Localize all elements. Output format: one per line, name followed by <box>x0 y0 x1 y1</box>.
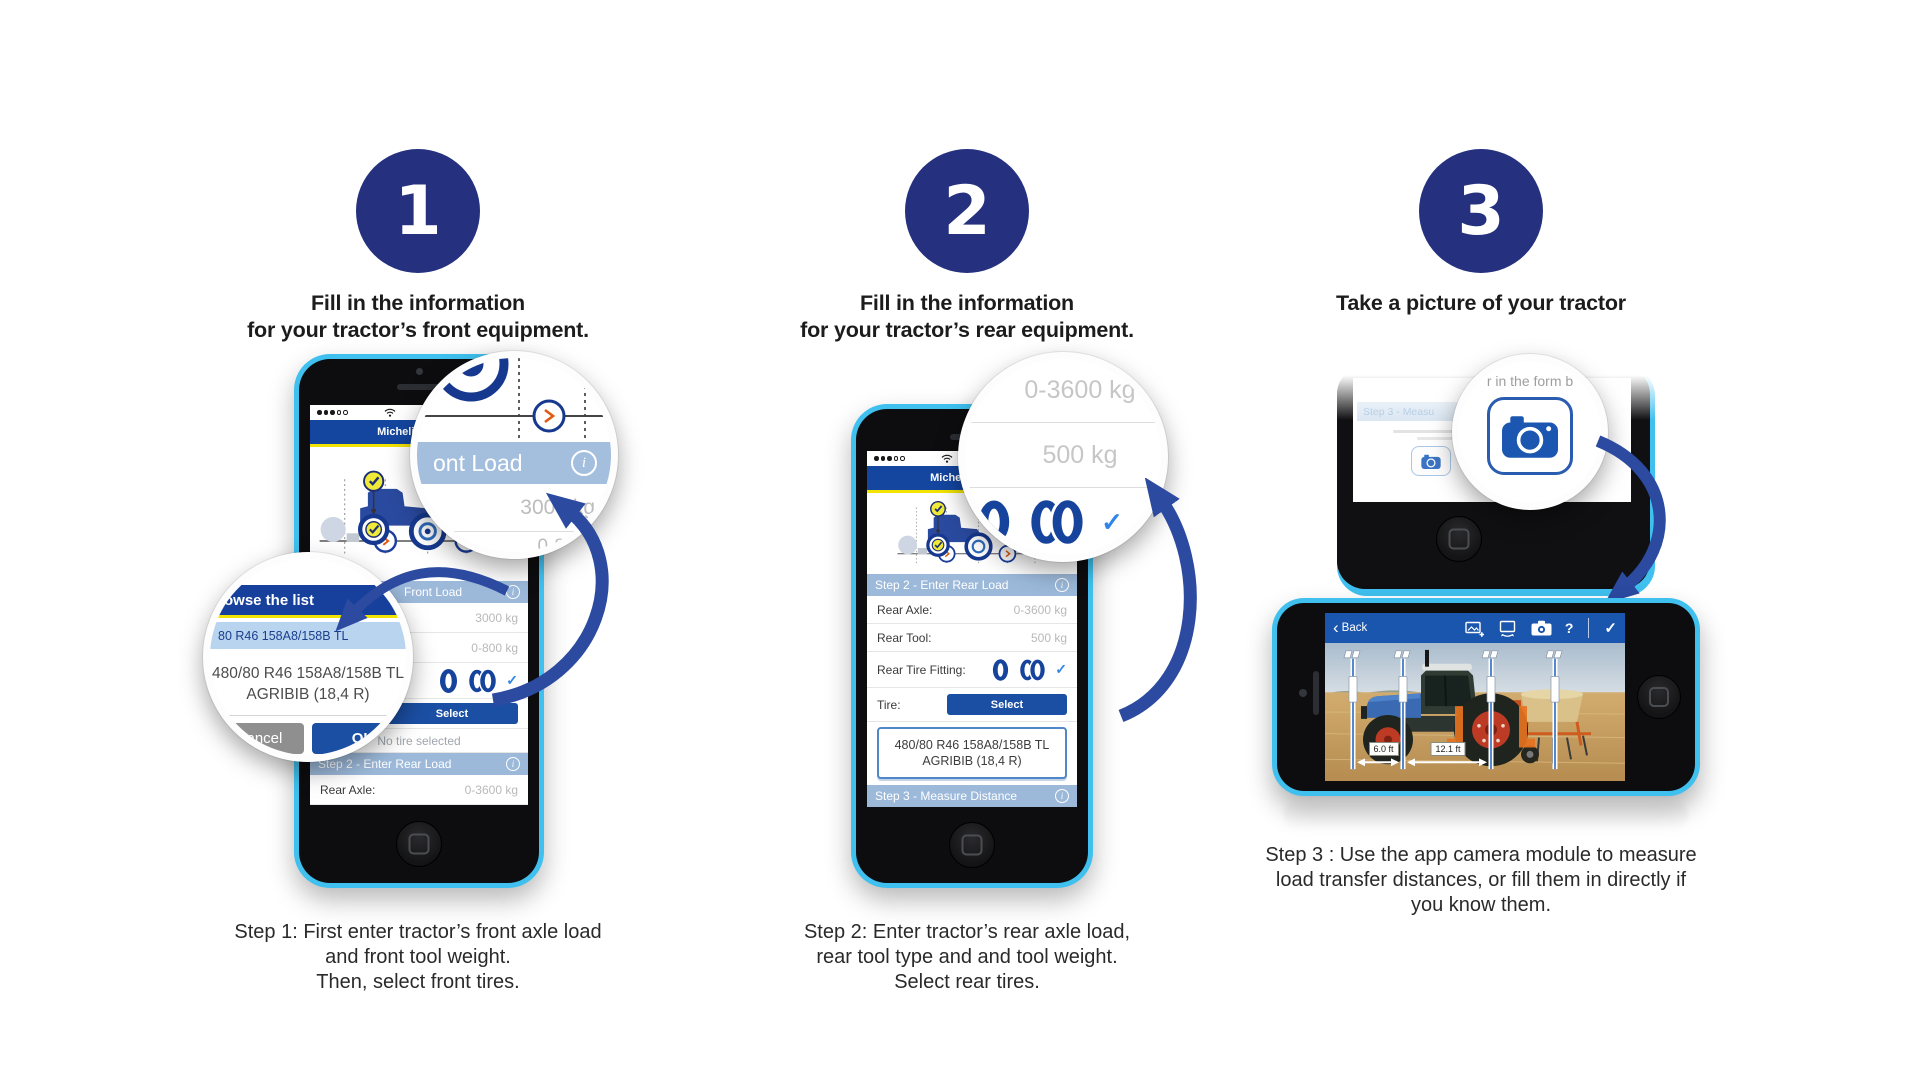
step2-caption: Step 2: Enter tractor’s rear axle load,r… <box>803 921 1131 993</box>
check-icon: ✓ <box>1101 506 1123 537</box>
arrow-to-rear-load-magnifier <box>1118 478 1197 723</box>
info-icon: i <box>571 450 597 476</box>
wifi-icon <box>384 408 395 417</box>
magnifier-rear-load: 0-3600 kg 500 kg ✓ <box>958 352 1168 562</box>
rear-tire-select-row: Tire: Select <box>867 688 1077 722</box>
single-tire-icon[interactable] <box>439 668 458 694</box>
home-button <box>396 821 442 867</box>
front-load-header-zoom: ont Load i <box>417 442 611 484</box>
tire-list-selected-item[interactable]: 80 R46 158A8/158B TL <box>210 622 406 649</box>
magnifier-camera-button: r in the form b <box>1452 354 1608 510</box>
arrow-to-front-load-magnifier <box>491 492 609 707</box>
info-icon[interactable]: i <box>506 585 520 599</box>
home-button <box>949 822 995 868</box>
arrow-to-tire-list-magnifier <box>335 567 510 632</box>
camera-module-screen: ‹ Back <box>1325 613 1625 781</box>
back-chevron-icon: ‹ <box>1333 617 1339 637</box>
phone-reflection <box>1284 800 1688 830</box>
check-icon: ✓ <box>1055 661 1067 677</box>
faded-text-line <box>1417 437 1473 440</box>
rear-axle-field[interactable]: Rear Axle: 0-3600 kg <box>310 775 528 805</box>
selected-tire-box[interactable]: 480/80 R46 158A8/158B TL AGRIBIB (18,4 R… <box>877 727 1067 779</box>
back-button[interactable]: ‹ Back <box>1333 617 1368 637</box>
info-icon[interactable]: i <box>1055 789 1069 803</box>
rear-tool-field[interactable]: Rear Tool:500 kg <box>867 624 1077 652</box>
cancel-button[interactable]: Cancel <box>214 723 304 754</box>
rear-axle-field[interactable]: Rear Axle:0-3600 kg <box>867 596 1077 624</box>
rear-load-section-header: Step 2 - Enter Rear Load i <box>867 574 1077 596</box>
home-button <box>1436 516 1482 562</box>
dual-tire-icon[interactable] <box>1018 657 1047 682</box>
confirm-check-icon[interactable]: ✓ <box>1604 620 1617 637</box>
add-photo-icon[interactable] <box>1465 620 1485 637</box>
toolbar-divider <box>1588 618 1590 638</box>
info-icon[interactable]: i <box>1055 578 1069 592</box>
measure-distance-section-header: Step 3 - Measure Distance i <box>867 785 1077 807</box>
ok-button[interactable]: OK <box>312 723 406 754</box>
camera-button-zoom[interactable] <box>1487 397 1573 475</box>
info-icon[interactable]: i <box>506 757 520 771</box>
dual-tire-icon[interactable] <box>467 667 498 694</box>
faded-text-line <box>1393 430 1489 433</box>
camera-toolbar: ‹ Back <box>1325 613 1625 643</box>
form-hint-text-zoom: r in the form b <box>1486 373 1574 389</box>
step1-number: 1 <box>394 171 442 251</box>
step1-caption: Step 1: First enter tractor’s front axle… <box>234 921 602 993</box>
dual-tire-icon <box>1028 497 1086 547</box>
single-tire-icon[interactable] <box>992 658 1009 682</box>
wifi-icon <box>941 454 952 463</box>
tractor-photo <box>1325 643 1625 781</box>
diagram-zoom <box>423 358 607 442</box>
step2-heading: Fill in the information for your tractor… <box>800 291 1134 342</box>
arrow-to-landscape-phone <box>1595 435 1666 604</box>
rear-tool-value-zoom: 500 kg <box>965 424 1161 488</box>
phone-bottom-bezel <box>856 807 1088 883</box>
phone-bottom-bezel <box>299 805 539 883</box>
step1-badge: 1 <box>356 149 480 273</box>
distance-label-1: 6.0 ft <box>1368 742 1399 757</box>
tire-name: 480/80 R46 158A8/158B TL AGRIBIB (18,4 R… <box>212 665 404 703</box>
step3-landscape-phone: ‹ Back <box>1272 598 1700 796</box>
phone-top-bezel <box>299 359 539 405</box>
step3-caption: Step 3 : Use the app camera module to me… <box>1265 844 1697 916</box>
select-rear-tire-button[interactable]: Select <box>947 694 1067 715</box>
camera-icon[interactable] <box>1531 620 1552 636</box>
front-tool-value-zoom: 0-8 <box>537 536 565 557</box>
step1-heading: Fill in the information for your tractor… <box>247 291 589 342</box>
rear-axle-value-zoom: 0-3600 kg <box>965 359 1161 423</box>
front-camera-icon <box>416 368 423 375</box>
step2-number: 2 <box>943 171 991 251</box>
tire-fitting-zoom: ✓ <box>965 489 1161 555</box>
earpiece <box>1313 671 1319 715</box>
camera-button-small[interactable] <box>1411 446 1451 476</box>
step3-number: 3 <box>1457 171 1505 251</box>
magnifier-front-load: ont Load i 3000 kg 0-8 <box>410 351 618 559</box>
select-front-tire-button[interactable]: Select <box>386 703 518 724</box>
distance-label-2: 12.1 ft <box>1430 742 1466 757</box>
rear-tire-fitting-row: Rear Tire Fitting: ✓ <box>867 652 1077 688</box>
rotate-photo-icon[interactable] <box>1498 620 1518 637</box>
step3-badge: 3 <box>1419 149 1543 273</box>
front-camera-icon <box>1299 689 1307 697</box>
camera-icon <box>1421 454 1441 469</box>
earpiece <box>397 384 441 390</box>
step2-badge: 2 <box>905 149 1029 273</box>
camera-icon <box>1502 416 1558 458</box>
check-icon: ✓ <box>506 672 518 688</box>
help-icon[interactable]: ? <box>1564 620 1574 636</box>
step3-heading: Take a picture of your tractor <box>1336 291 1626 315</box>
brand-yellow-line <box>210 615 406 618</box>
camera-viewfinder: 6.0 ft 12.1 ft <box>1325 643 1625 781</box>
home-button <box>1637 675 1681 719</box>
rear-load-section-header: Step 2 - Enter Rear Load i <box>310 753 528 775</box>
single-tire-icon <box>978 500 1010 544</box>
